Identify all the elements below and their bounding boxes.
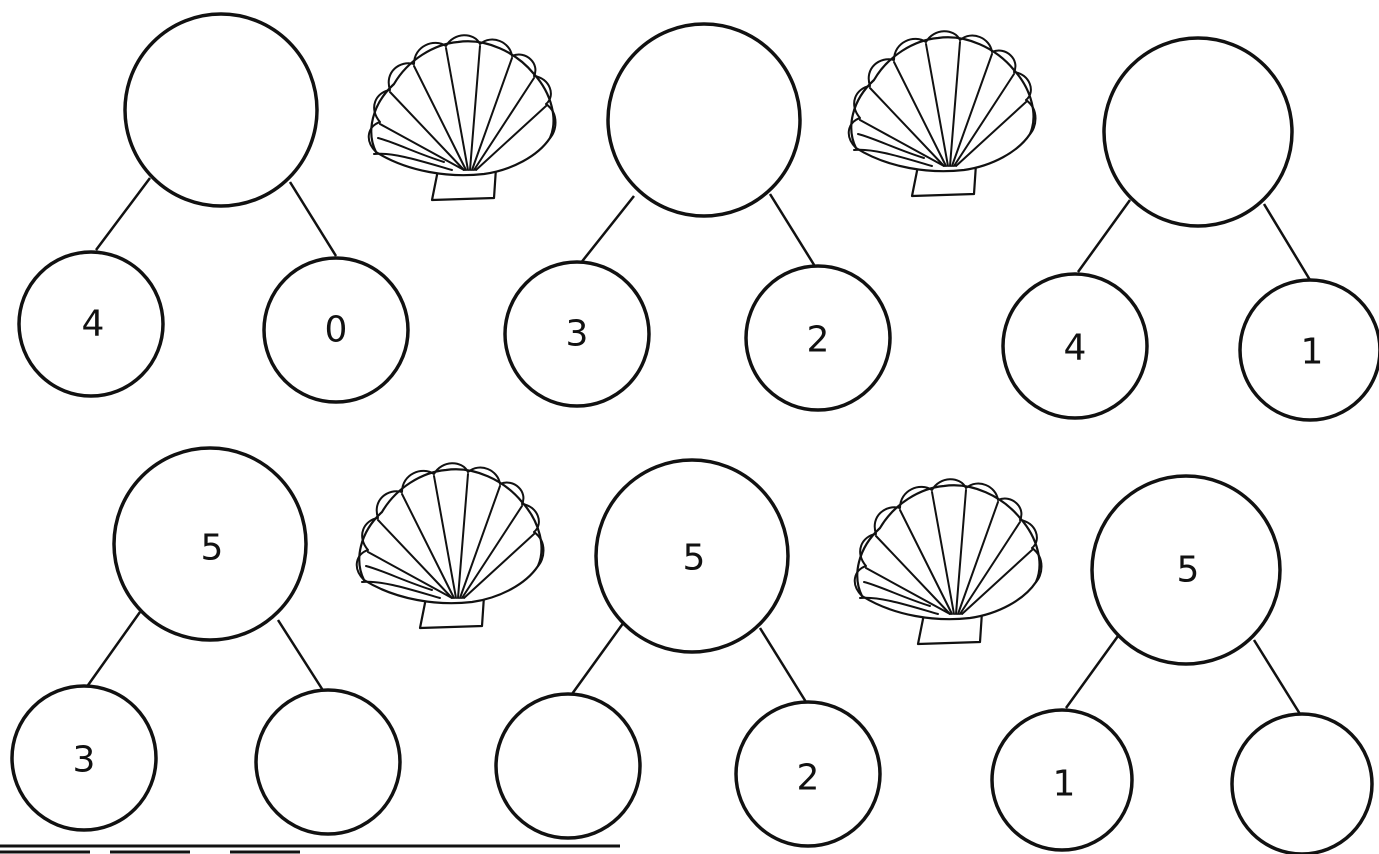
seashell-icon: [369, 35, 556, 200]
bond-connector: [1078, 200, 1130, 272]
bond-connector: [572, 622, 624, 694]
bond-connector: [580, 196, 634, 264]
part-circle-right[interactable]: [256, 690, 400, 834]
seashell-icon: [855, 479, 1042, 644]
number-bond-2: 3 2: [505, 24, 890, 410]
whole-value: 5: [201, 528, 224, 569]
bond-connector: [1066, 636, 1118, 708]
whole-circle[interactable]: [1104, 38, 1292, 226]
bond-connector: [278, 620, 324, 692]
whole-circle[interactable]: [125, 14, 317, 206]
number-bond-6: 5 1: [992, 476, 1372, 854]
whole-value: 5: [683, 538, 706, 579]
part-value-right: 2: [797, 758, 820, 799]
part-circle-right[interactable]: [1232, 714, 1372, 854]
whole-value: 5: [1177, 550, 1200, 591]
bond-connector: [760, 628, 806, 702]
bond-connector: [770, 194, 816, 268]
bond-connector: [86, 612, 140, 688]
part-value-left: 3: [566, 314, 589, 355]
part-value-left: 1: [1053, 764, 1076, 805]
part-value-left: 4: [82, 304, 105, 345]
part-value-right: 2: [807, 320, 830, 361]
whole-circle[interactable]: [608, 24, 800, 216]
bond-connector: [1264, 204, 1310, 280]
bond-connector: [96, 178, 150, 250]
part-value-right: 0: [325, 310, 348, 351]
seashell-icon: [849, 31, 1036, 196]
number-bond-4: 5 3: [12, 448, 400, 834]
part-circle-left[interactable]: [496, 694, 640, 838]
bond-connector: [290, 182, 336, 256]
bond-connector: [1254, 640, 1300, 714]
number-bond-5: 5 2: [496, 460, 880, 846]
part-value-left: 4: [1064, 328, 1087, 369]
bottom-edge-strip: [0, 846, 620, 852]
number-bond-1: 4 0: [19, 14, 408, 402]
number-bond-3: 4 1: [1003, 38, 1379, 420]
seashell-icon: [357, 463, 544, 628]
part-value-right: 1: [1301, 332, 1324, 373]
part-value-left: 3: [73, 740, 96, 781]
